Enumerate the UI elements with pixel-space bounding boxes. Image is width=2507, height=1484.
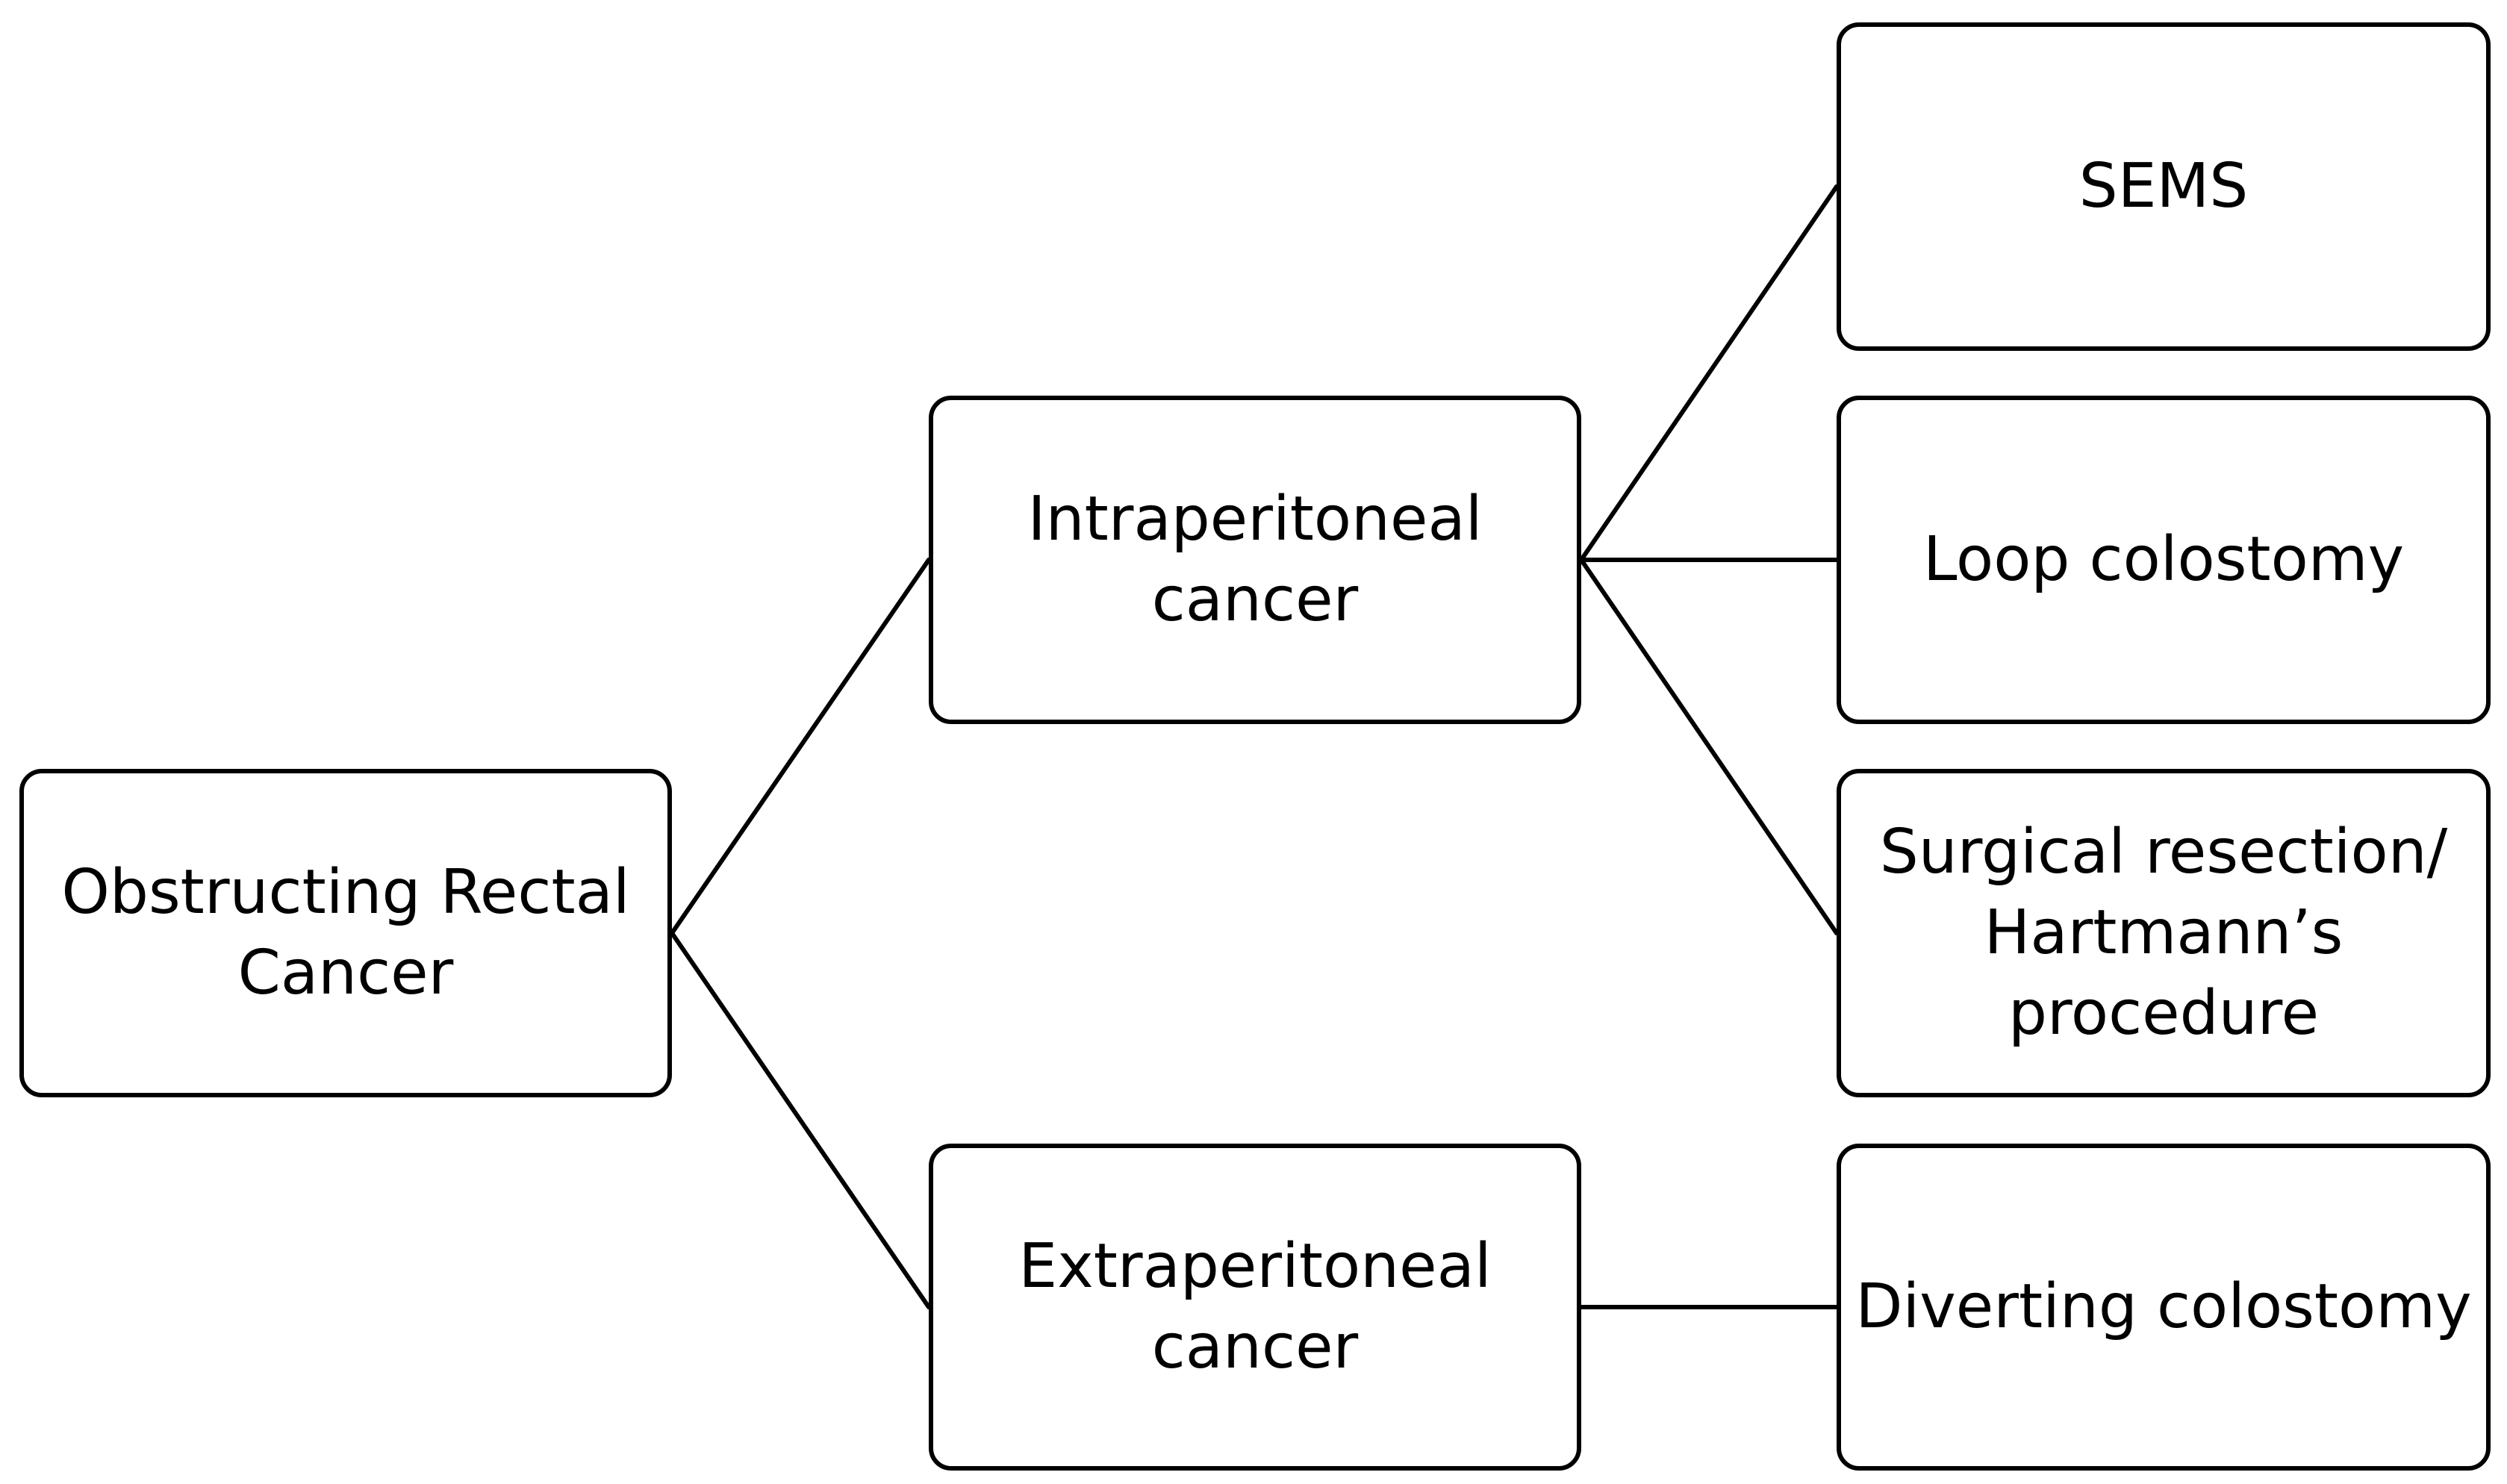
node-label: Surgical resection/ Hartmann’s procedure — [1879, 817, 2448, 1049]
node-obstructing-rectal-cancer: Obstructing Rectal Cancer — [19, 769, 672, 1097]
node-intraperitoneal-cancer: Intraperitoneal cancer — [929, 396, 1581, 724]
node-diverting-colostomy: Diverting colostomy — [1837, 1144, 2491, 1471]
node-sems: SEMS — [1837, 22, 2491, 351]
node-loop-colostomy: Loop colostomy — [1837, 396, 2491, 724]
node-label: Intraperitoneal cancer — [1027, 484, 1483, 635]
edge-intraperitoneal-to-sems — [1579, 184, 1839, 562]
node-label: Obstructing Rectal Cancer — [61, 857, 630, 1008]
edge-intraperitoneal-to-surgical-resection — [1579, 558, 1839, 935]
node-label: Loop colostomy — [1922, 524, 2405, 595]
node-label: Extraperitoneal cancer — [1018, 1231, 1492, 1382]
node-surgical-resection-hartmanns-procedure: Surgical resection/ Hartmann’s procedure — [1837, 769, 2491, 1097]
node-extraperitoneal-cancer: Extraperitoneal cancer — [929, 1144, 1581, 1471]
node-label: Diverting colostomy — [1855, 1271, 2472, 1342]
edge-root-to-extraperitoneal — [670, 931, 931, 1309]
node-label: SEMS — [2078, 151, 2249, 222]
edge-root-to-intraperitoneal — [670, 558, 931, 935]
